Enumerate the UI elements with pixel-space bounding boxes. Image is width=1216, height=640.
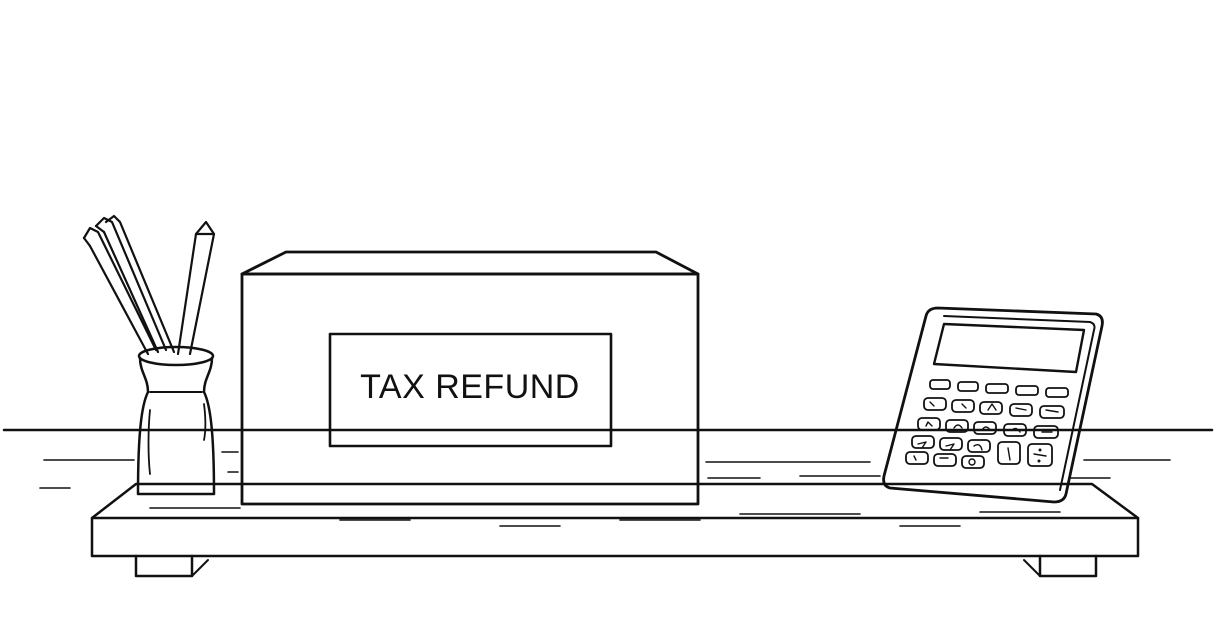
pencils <box>82 214 216 356</box>
desk-surface-lines <box>39 451 1171 527</box>
calculator-keys <box>905 379 1069 469</box>
pencil-cup-icon <box>82 214 216 496</box>
calculator-icon <box>882 306 1104 504</box>
box-label: TAX REFUND <box>360 368 580 406</box>
desk-board <box>90 482 1140 578</box>
tax-refund-box: TAX REFUND <box>240 250 700 506</box>
calculator-key-glyphs <box>913 401 1059 466</box>
box-label-panel <box>328 332 613 448</box>
